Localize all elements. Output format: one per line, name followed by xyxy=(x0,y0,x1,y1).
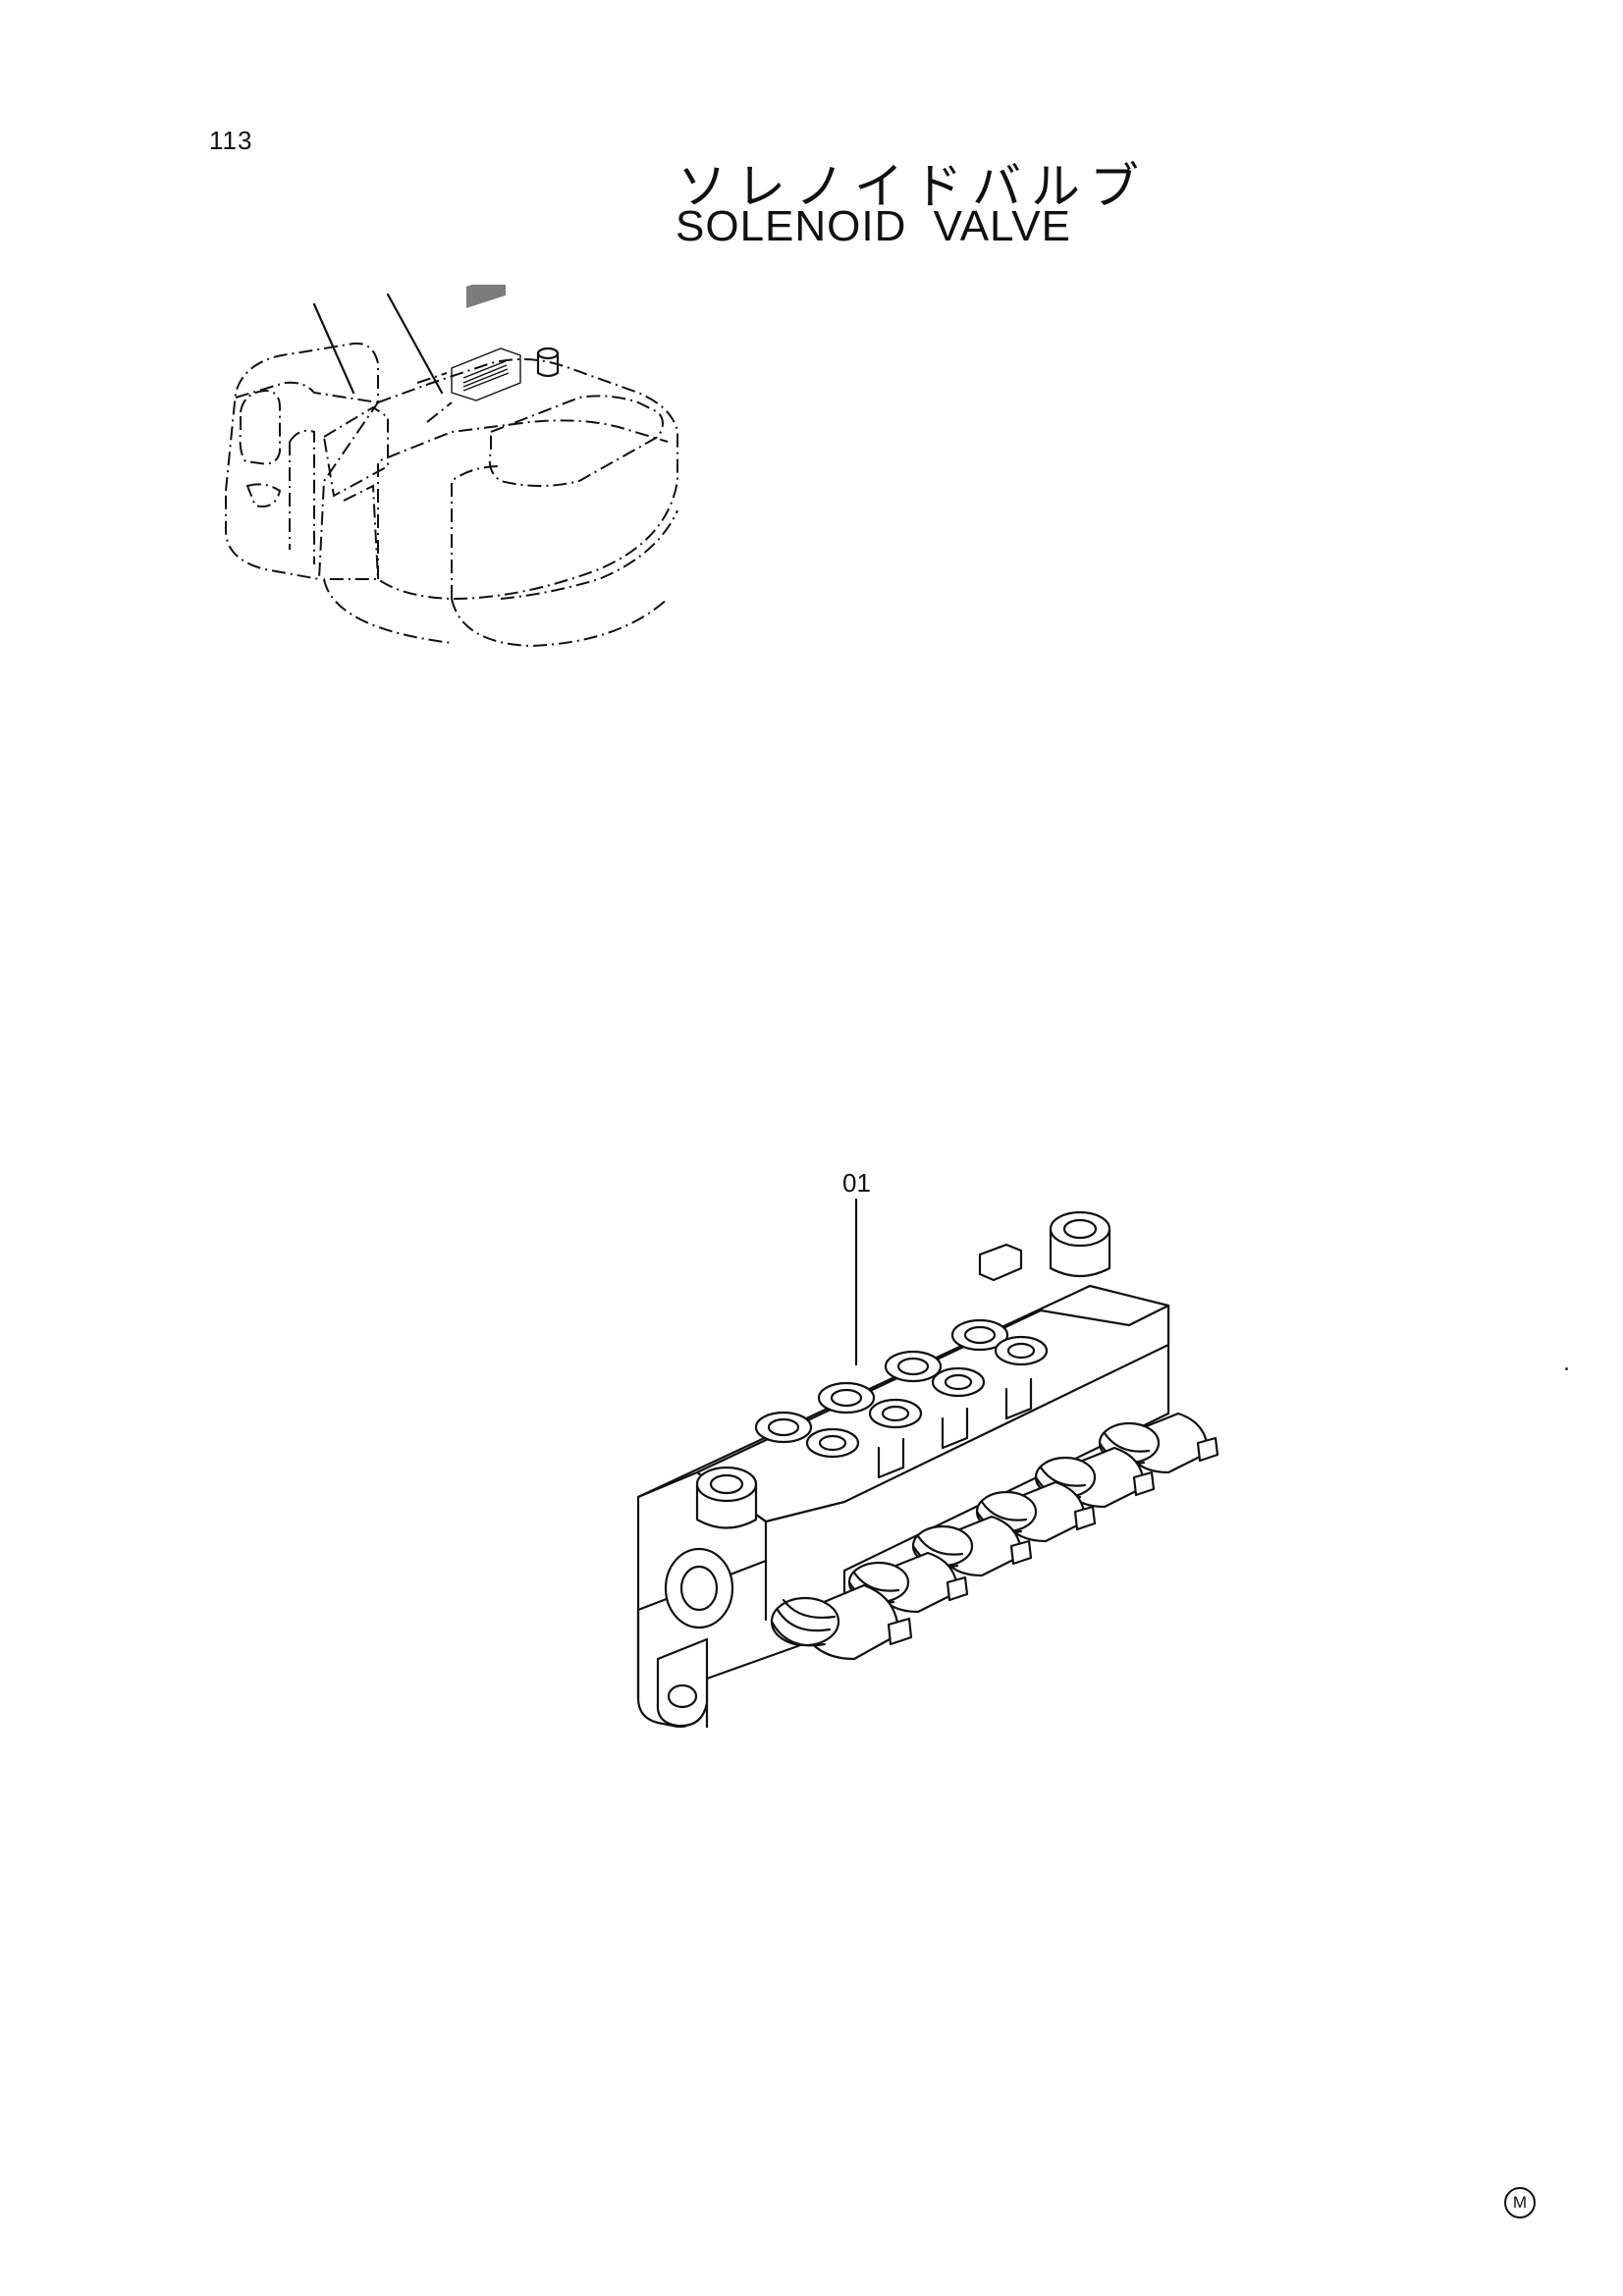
valve-location-box xyxy=(451,347,521,401)
page-number: 113 xyxy=(209,126,253,155)
manifold-top xyxy=(695,1304,1170,1523)
page-title-japanese: ソレノイドバルブ xyxy=(677,158,1149,215)
excavator-locator-illustration xyxy=(225,285,678,648)
solenoid-coils xyxy=(770,1412,1219,1661)
top-ports xyxy=(754,1318,1049,1459)
cab-window xyxy=(239,389,281,465)
boom-outline xyxy=(312,293,444,395)
footer-circled-mark: M xyxy=(1504,2187,1536,2218)
cab-outline xyxy=(225,342,379,581)
stray-mark xyxy=(1565,1367,1568,1370)
engine-cover xyxy=(488,395,664,487)
cap-icon xyxy=(536,347,560,360)
cab-door xyxy=(289,429,315,564)
callout-01: 01 xyxy=(842,1168,871,1198)
page-title-english: SOLENOID VALVE xyxy=(676,202,1071,250)
mounting-hole xyxy=(667,1683,698,1709)
engine-hood xyxy=(324,358,678,601)
mounting-foot xyxy=(656,1637,709,1728)
side-port xyxy=(664,1547,734,1629)
solenoid-valve-drawing xyxy=(636,1198,1219,1728)
